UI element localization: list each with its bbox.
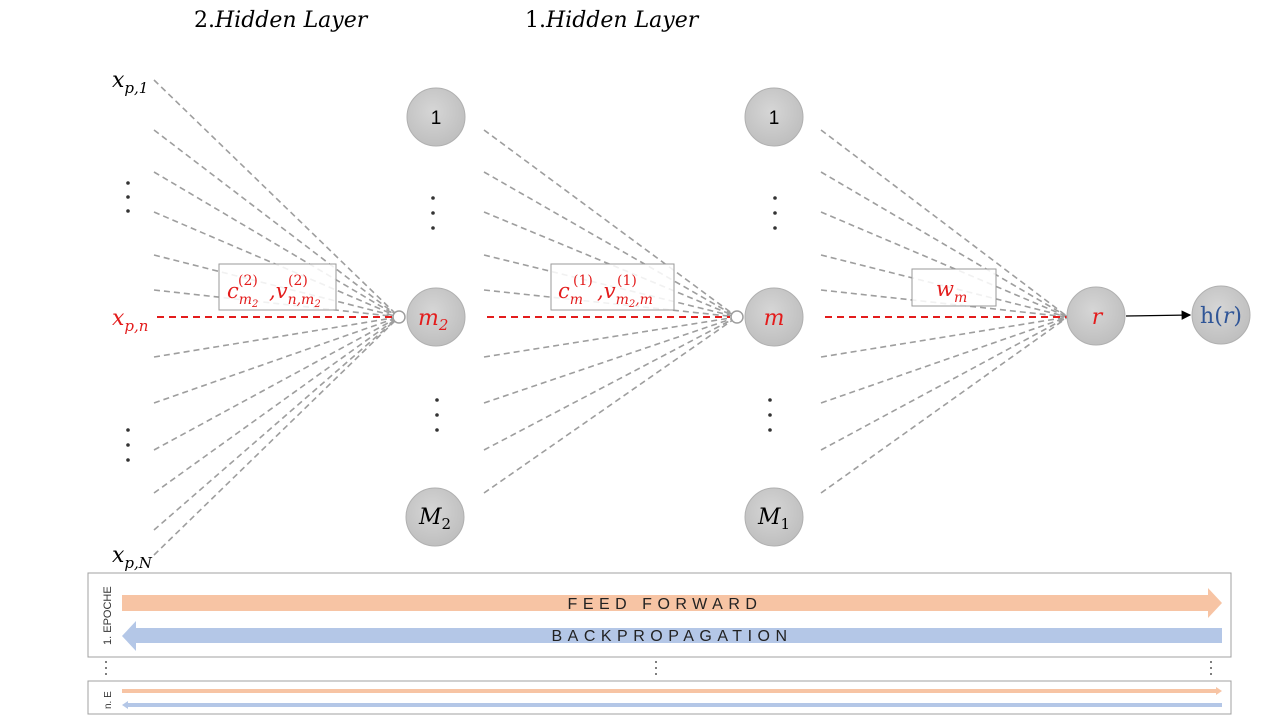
input-to-layer2-connection [153, 316, 400, 531]
input-to-layer2-connection [153, 316, 400, 494]
convergence-dot-layer2 [392, 310, 406, 324]
input-ellipsis-lower [126, 428, 130, 462]
layer2-to-layer1-connection [483, 316, 738, 451]
layer2-to-layer1-connection [483, 316, 738, 494]
weight-box-layer2: cm2(2),vn,m2(2) [218, 263, 337, 311]
layer1-to-output-connection [820, 316, 1069, 404]
layer1-to-output-connection [820, 316, 1069, 358]
layer1-to-output-connection [820, 254, 1069, 318]
input-label-first: xp,1 [112, 68, 148, 97]
weight-box-layer1: cm(1),vm2,m(1) [550, 263, 675, 311]
layer2-node-first: 1 [406, 87, 466, 147]
svg-text:1: 1 [769, 108, 780, 129]
hidden-layer-2-header: 2.Hidden Layer [194, 8, 369, 33]
layer2-ellipsis-lower [435, 398, 439, 432]
input-to-layer2-connection [153, 254, 400, 318]
ellipsis-dots [126, 181, 777, 462]
layer1-to-output-connection [820, 129, 1069, 318]
input-to-layer2-connection [153, 316, 400, 556]
activation-node: h(r) [1191, 285, 1251, 345]
layer1-ellipsis-upper [773, 196, 777, 230]
epoch-ellipsis [105, 661, 1212, 675]
convergence-dot-layer1 [730, 310, 744, 324]
backpropagation-arrow [122, 621, 1222, 651]
layer2-to-layer1-connection [483, 171, 738, 318]
svg-text:h(r): h(r) [1200, 304, 1242, 329]
input-to-layer2-connection [153, 316, 400, 451]
svg-text:m: m [764, 306, 785, 331]
input-to-layer2-connection [153, 79, 400, 318]
layer1-node-last: M1 [744, 487, 804, 547]
connection-lines [153, 79, 1069, 556]
layer2-to-layer1-connection [483, 316, 738, 358]
epoch1-label: 1. EPOCHE [102, 586, 114, 645]
layer2-to-layer1-connection [483, 316, 738, 404]
feed-forward-arrow-small [122, 687, 1222, 695]
input-label-active: xp,n [112, 306, 148, 335]
output-node: r [1066, 286, 1126, 346]
layer1-node-first: 1 [744, 87, 804, 147]
svg-text:wm: wm [936, 277, 967, 306]
svg-text:m2: m2 [418, 306, 448, 334]
layer1-node-active: m [744, 287, 804, 347]
feed-forward-label: FEED FORWARD [568, 596, 763, 613]
hidden-layer-1-header: 1.Hidden Layer [525, 8, 700, 33]
input-to-layer2-connection [153, 171, 400, 318]
layer2-ellipsis-upper [431, 196, 435, 230]
layer2-to-layer1-connection [483, 129, 738, 318]
layer2-node-last: M2 [405, 487, 465, 547]
backpropagation-label: BACKPROPAGATION [551, 628, 792, 645]
layer1-to-output-connection [820, 211, 1069, 318]
layer1-to-output-connection [820, 316, 1069, 451]
weight-box-output: wm [911, 268, 997, 307]
svg-text:r: r [1092, 305, 1104, 330]
input-ellipsis-upper [126, 181, 130, 213]
epochn-panel: n. E [87, 680, 1232, 715]
input-to-layer2-connection [153, 316, 400, 358]
layer2-to-layer1-connection [483, 211, 738, 318]
layer1-to-output-connection [820, 171, 1069, 318]
svg-text:1: 1 [431, 108, 442, 129]
layer1-ellipsis-lower [768, 398, 772, 432]
svg-text:cm(1),vm2,m(1): cm(1),vm2,m(1) [558, 273, 653, 310]
layer2-node-active: m2 [406, 287, 466, 347]
input-label-last: xp,N [112, 543, 153, 572]
epoch1-panel: 1. EPOCHE FEED FORWARD BACKPROPAGATION [87, 572, 1232, 658]
layer2-to-layer1-connection [483, 289, 738, 318]
layer1-to-output-connection [820, 316, 1069, 494]
backpropagation-arrow-small [122, 701, 1222, 709]
svg-text:cm2(2),vn,m2(2): cm2(2),vn,m2(2) [227, 273, 321, 310]
epochn-label: n. E [103, 691, 114, 709]
feed-forward-arrow [122, 588, 1222, 618]
svg-text:M2: M2 [418, 505, 451, 533]
output-arrow [1125, 310, 1192, 320]
input-to-layer2-connection [153, 129, 400, 318]
svg-text:M1: M1 [757, 505, 790, 533]
input-to-layer2-connection [153, 316, 400, 404]
